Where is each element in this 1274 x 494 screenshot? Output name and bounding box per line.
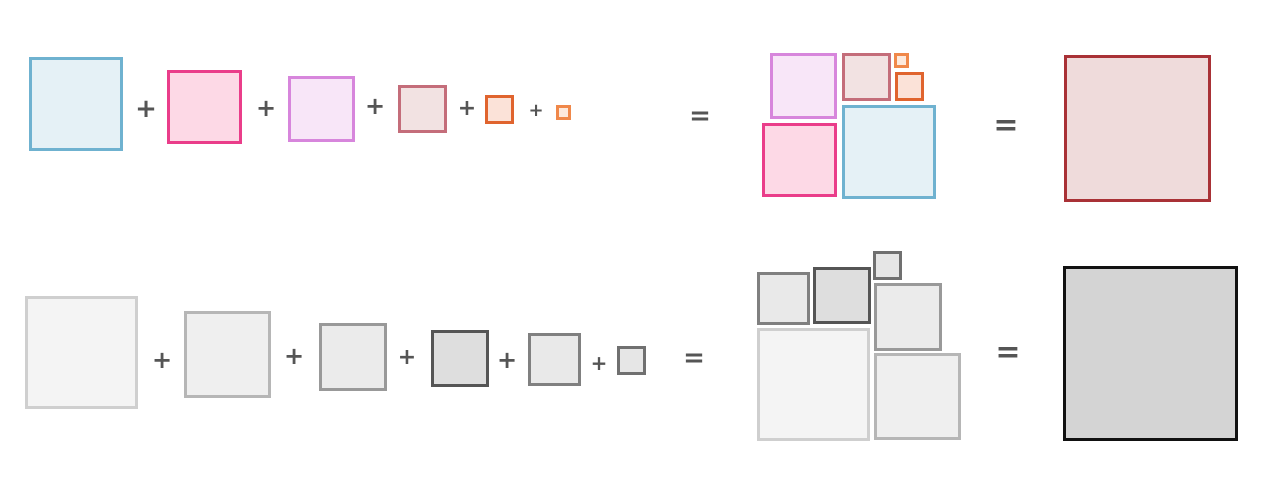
- lavender-square: [770, 53, 837, 119]
- pink-square: [167, 70, 242, 144]
- gray-square-2: [874, 353, 961, 440]
- plus-sign: +: [255, 94, 277, 122]
- equals-sign: =: [689, 101, 711, 131]
- gray-square-3: [874, 283, 942, 351]
- gray-square-1: [757, 328, 870, 441]
- plus-sign: +: [135, 94, 157, 124]
- gray-square-1: [25, 296, 138, 409]
- blue-square: [29, 57, 123, 151]
- equals-sign: =: [993, 108, 1019, 143]
- orange-square: [485, 95, 514, 124]
- plus-sign: +: [283, 342, 305, 370]
- small-orange-square: [894, 53, 909, 68]
- orange-square: [895, 72, 924, 101]
- gray-square-4: [813, 267, 871, 324]
- small-orange-square: [556, 105, 571, 120]
- plus-sign: +: [364, 92, 386, 120]
- plus-sign: +: [496, 346, 518, 374]
- plus-sign: +: [397, 345, 417, 370]
- plus-sign: +: [528, 100, 544, 121]
- blue-square: [842, 105, 936, 199]
- gray-square-2: [184, 311, 271, 398]
- gray-square-6: [873, 251, 902, 280]
- plus-sign: +: [151, 346, 173, 374]
- plus-sign: +: [457, 96, 477, 121]
- equals-sign: =: [683, 343, 705, 373]
- mauve-square: [398, 85, 447, 133]
- gray-square-4: [431, 330, 489, 387]
- gray-square-5: [757, 272, 810, 325]
- gray-square-6: [617, 346, 646, 375]
- gray-total-square: [1063, 266, 1238, 441]
- plus-sign: +: [590, 351, 608, 375]
- red-total-square: [1064, 55, 1211, 202]
- gray-square-5: [528, 333, 581, 386]
- pink-square: [762, 123, 837, 197]
- gray-square-3: [319, 323, 387, 391]
- equals-sign: =: [995, 335, 1021, 370]
- lavender-square: [288, 76, 355, 142]
- mauve-square: [842, 53, 891, 101]
